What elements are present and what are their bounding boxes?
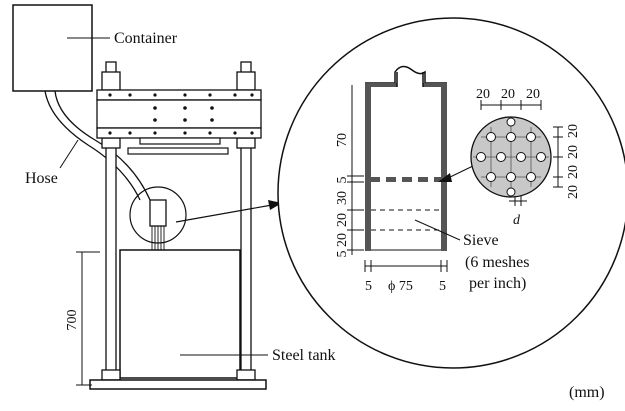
- label-sieve-note-2: per inch): [469, 275, 526, 292]
- grid-right-dim-1: 20: [566, 124, 581, 138]
- dim-bottom-phi: ϕ 75: [388, 279, 413, 294]
- dim-20a: 20: [335, 213, 350, 227]
- dim-bottom-right-5: 5: [439, 279, 446, 294]
- dim-5a: 5: [335, 177, 350, 184]
- grid-top-dim-1: 20: [476, 87, 490, 102]
- plate-bolts: [108, 93, 254, 135]
- grid-right-dim-3: 20: [566, 165, 581, 179]
- dim-5b: 5: [335, 251, 350, 258]
- dim-70: 70: [335, 133, 350, 147]
- base-plate: [89, 379, 267, 390]
- nozzle: [149, 199, 167, 227]
- hose-leader: [59, 139, 79, 169]
- pipe-left-wall: [365, 83, 371, 251]
- grid-right-dim-2: 20: [566, 145, 581, 159]
- dim-700: 700: [65, 310, 80, 331]
- container-box: [12, 4, 93, 92]
- pipe-right-wall: [441, 83, 447, 251]
- label-sieve-note-1: (6 meshes: [465, 254, 529, 271]
- dim-bottom-left-5: 5: [365, 279, 372, 294]
- label-hose: Hose: [25, 170, 58, 187]
- magnified-view: [277, 17, 625, 369]
- label-sieve: Sieve: [463, 232, 499, 249]
- detail-arrow: [175, 204, 273, 223]
- grid-arrow: [445, 164, 476, 180]
- d-dimension: [509, 196, 527, 206]
- sieve-leader: [414, 219, 461, 241]
- label-d: d: [513, 213, 521, 228]
- grid-top-dim-2: 20: [501, 87, 515, 102]
- hose: [44, 90, 141, 201]
- label-steel-tank: Steel tank: [272, 347, 336, 364]
- label-units: (mm): [569, 384, 605, 401]
- grid-top-dim-3: 20: [526, 87, 540, 102]
- label-container: Container: [114, 30, 178, 47]
- dim-30: 30: [335, 191, 350, 205]
- grid-right-dim-4: 20: [566, 185, 581, 199]
- perforated-plate: [371, 177, 441, 182]
- dim-20b: 20: [335, 233, 350, 247]
- perforation-holes: [476, 117, 546, 197]
- steel-tank: [119, 249, 241, 379]
